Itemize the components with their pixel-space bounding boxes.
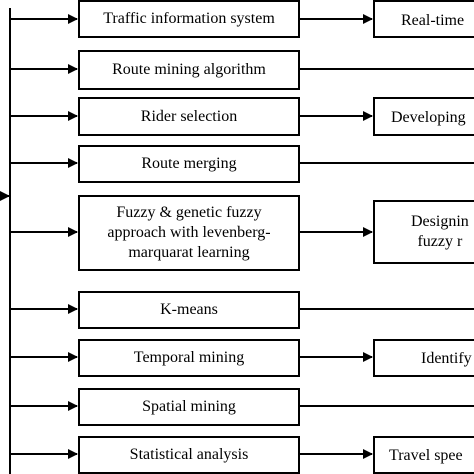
method-box-route-mining-algorithm: Route mining algorithm xyxy=(78,50,300,90)
method-box-k-means: K-means xyxy=(78,291,300,329)
outcome-label: Identify xyxy=(421,350,472,367)
method-box-fuzzy-genetic-approach: Fuzzy & genetic fuzzy approach with leve… xyxy=(78,195,300,271)
method-box-route-merging: Route merging xyxy=(78,145,300,183)
outcome-box-developing: Developing xyxy=(373,97,474,136)
connector-lines xyxy=(10,14,474,459)
method-box-spatial-mining: Spatial mining xyxy=(78,388,300,426)
outcome-label: Real-time xyxy=(401,12,465,29)
outcome-box-designing: Designin fuzzy r xyxy=(373,200,474,264)
method-box-rider-selection: Rider selection xyxy=(78,97,300,136)
outcome-label: Designin fuzzy r xyxy=(411,213,469,250)
method-box-traffic-information-system: Traffic information system xyxy=(78,0,300,38)
outcome-label: Travel spee xyxy=(389,447,463,464)
method-box-temporal-mining: Temporal mining xyxy=(78,339,300,377)
outcome-box-real-time: Real-time xyxy=(373,0,474,38)
method-box-statistical-analysis: Statistical analysis xyxy=(78,436,300,474)
outcome-box-travel-speed: Travel spee xyxy=(373,436,474,474)
outcome-box-identify: Identify xyxy=(373,339,474,377)
outcome-label: Developing xyxy=(391,109,466,126)
